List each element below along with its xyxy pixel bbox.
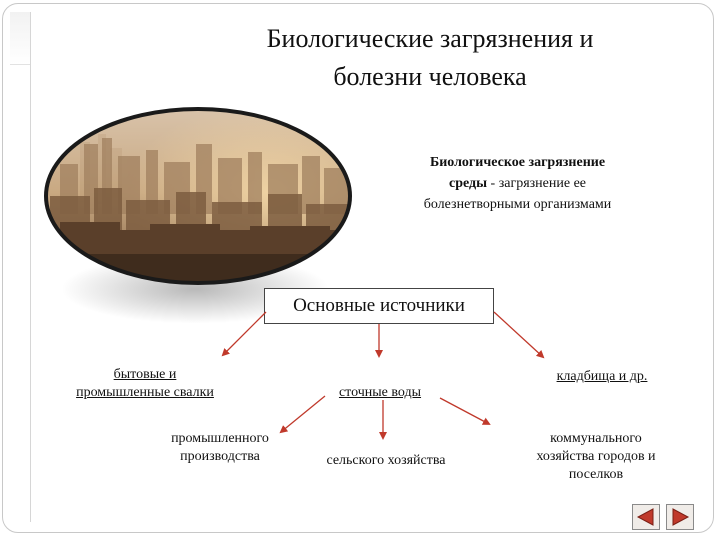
definition-line-2: среды - загрязнение ее: [449, 176, 586, 191]
communal-line-1: коммунального: [550, 431, 642, 446]
slide-title: Биологические загрязнения и болезни чело…: [210, 20, 650, 96]
source-sewage: сточные воды: [338, 385, 422, 400]
communal-line-3: поселков: [568, 467, 624, 482]
industry-line-1: промышленного: [171, 431, 269, 446]
source-household-waste: бытовые и промышленные свалки: [48, 366, 242, 402]
triangle-left-icon: [636, 508, 654, 526]
main-sources-box: Основные источники: [264, 288, 494, 324]
source-industry: промышленного производства: [142, 430, 298, 466]
city-photo-image: [44, 107, 352, 285]
title-line-1: Биологические загрязнения и: [266, 24, 594, 53]
title-line-2: болезни человека: [333, 62, 527, 91]
arrow-to-communal: [439, 397, 491, 425]
household-line-1: бытовые и: [113, 367, 177, 382]
communal-line-2: хозяйства городов и: [536, 449, 656, 464]
industry-line-2: производства: [180, 449, 260, 464]
arrow-to-household: [221, 311, 267, 357]
city-smog-photo: [40, 104, 356, 324]
triangle-right-icon: [672, 508, 690, 526]
prev-slide-button[interactable]: [632, 504, 660, 530]
source-communal: коммунального хозяйства городов и поселк…: [506, 430, 686, 484]
source-agriculture: сельского хозяйства: [326, 453, 446, 468]
slide-left-band: [10, 12, 31, 522]
arrow-to-cemeteries: [493, 311, 545, 359]
definition-line-1: Биологическое загрязнение: [429, 155, 606, 170]
household-line-2: промышленные свалки: [76, 385, 214, 400]
arrow-to-industry: [279, 395, 326, 434]
definition-line-3: болезнетворными организмами: [423, 197, 612, 212]
definition-text: Биологическое загрязнение среды - загряз…: [395, 152, 640, 215]
source-cemeteries: кладбища и др.: [556, 369, 648, 384]
next-slide-button[interactable]: [666, 504, 694, 530]
